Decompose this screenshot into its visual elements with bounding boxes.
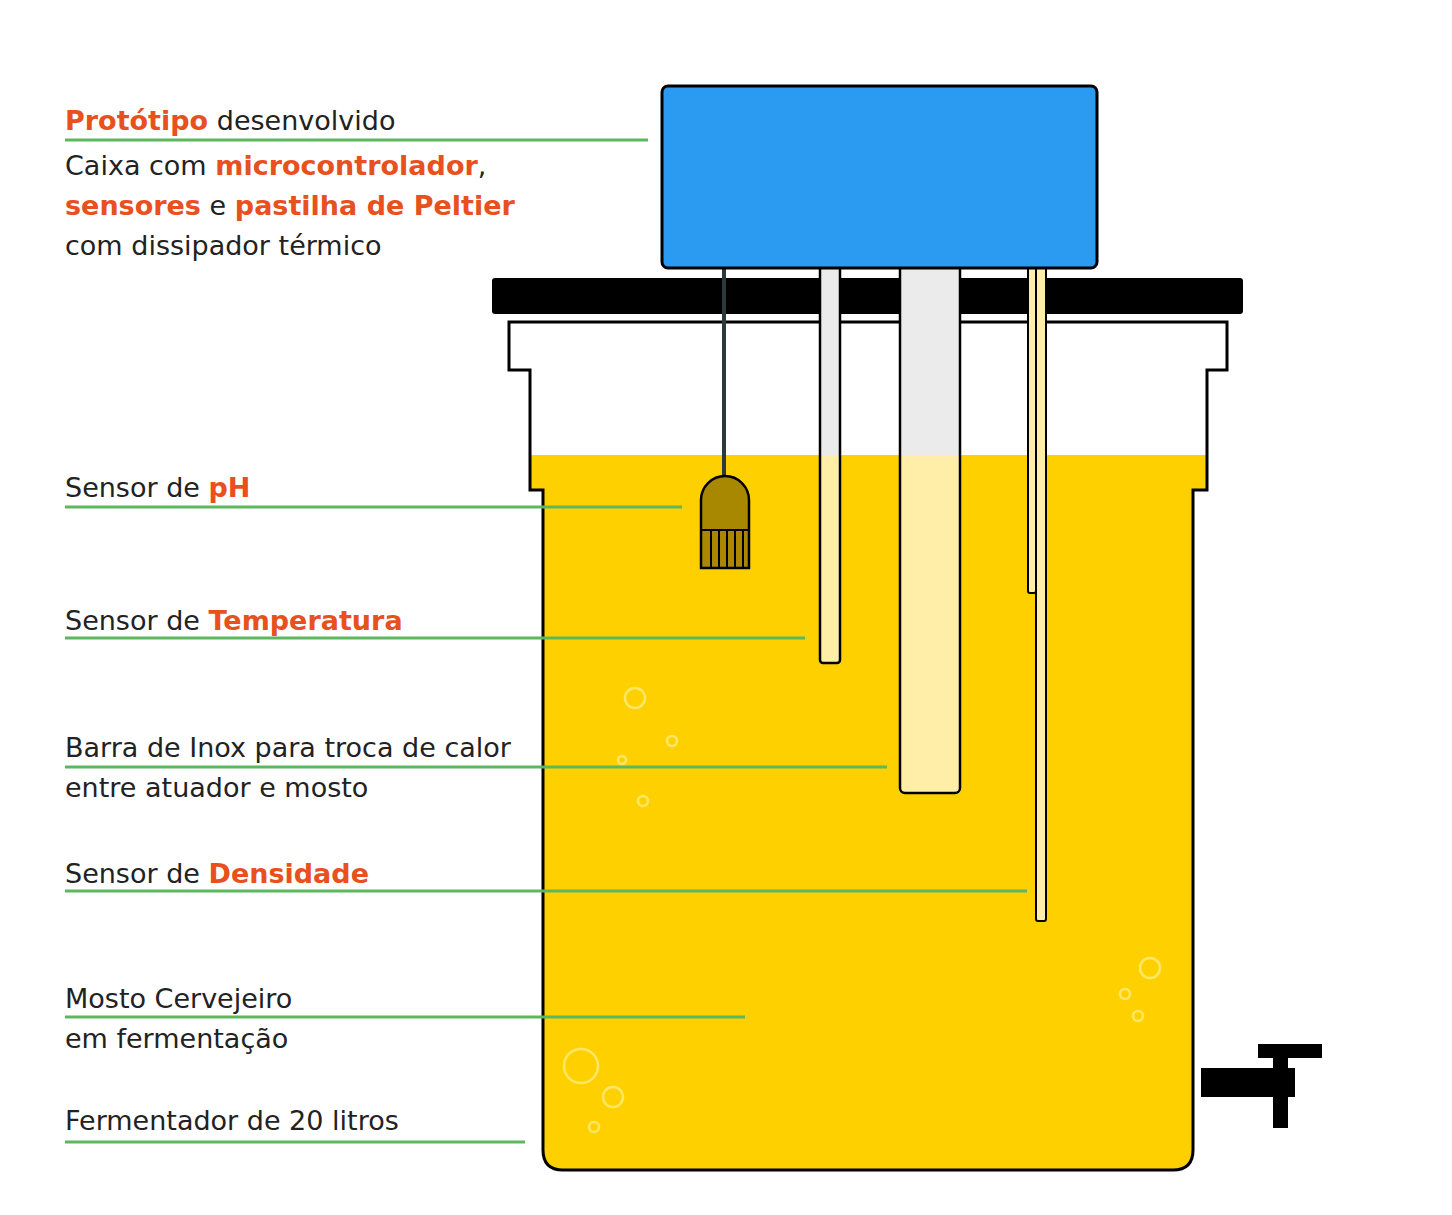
inox-bar-top (900, 268, 960, 455)
leader-lines (65, 140, 1027, 1142)
part-label: Fermentador de 20 litros (65, 1105, 399, 1136)
part-label: desenvolvido (217, 105, 396, 136)
bubbles (564, 688, 1160, 1132)
label-line: Barra de Inox para troca de calor entre … (65, 728, 535, 808)
density-tube-a (1028, 260, 1036, 593)
label-line: Sensor de pH (65, 468, 250, 508)
part-label: Sensor de (65, 858, 200, 889)
part-label: Mosto Cervejeiro em fermentação (65, 983, 292, 1054)
highlight-label: sensores (65, 190, 201, 221)
prototype-box (662, 86, 1097, 268)
highlight-label: pastilha de Peltier (235, 190, 515, 221)
label-line: Mosto Cervejeiro em fermentação (65, 979, 335, 1059)
label-line: Sensor de Temperatura (65, 601, 403, 641)
label-line: Protótipo desenvolvido (65, 101, 395, 141)
label-line: com dissipador térmico (65, 226, 382, 266)
part-label: Sensor de (65, 605, 200, 636)
part-label: Sensor de (65, 472, 200, 503)
density-tube-b (1036, 260, 1046, 921)
ph-cable (722, 268, 726, 478)
bucket-outline (509, 322, 1227, 1170)
label-line: Fermentador de 20 litros (65, 1101, 399, 1141)
inox-bar (900, 260, 960, 793)
highlight-label: Temperatura (209, 605, 403, 636)
ph-probe-grille (701, 530, 749, 567)
temperature-tube (820, 260, 840, 663)
tap (1201, 1044, 1322, 1128)
temperature-tube-top (820, 268, 840, 455)
ph-probe (701, 476, 749, 568)
inox-bar-bottom (900, 455, 960, 793)
label-line: sensores e pastilha de Peltier (65, 186, 515, 226)
temperature-tube-bottom (820, 455, 840, 663)
label-line: Sensor de Densidade (65, 854, 369, 894)
part-label: , (478, 150, 487, 181)
lid (492, 278, 1243, 314)
part-label: Caixa com (65, 150, 207, 181)
highlight-label: Protótipo (65, 105, 208, 136)
highlight-label: Densidade (209, 858, 369, 889)
part-label: com dissipador térmico (65, 230, 382, 261)
part-label: Barra de Inox para troca de calor entre … (65, 732, 511, 803)
wort-liquid (530, 455, 1207, 1170)
label-line: Caixa com microcontrolador, (65, 146, 486, 186)
bucket-body (509, 322, 1227, 1170)
highlight-label: microcontrolador (215, 150, 477, 181)
part-label: e (210, 190, 227, 221)
highlight-label: pH (209, 472, 251, 503)
